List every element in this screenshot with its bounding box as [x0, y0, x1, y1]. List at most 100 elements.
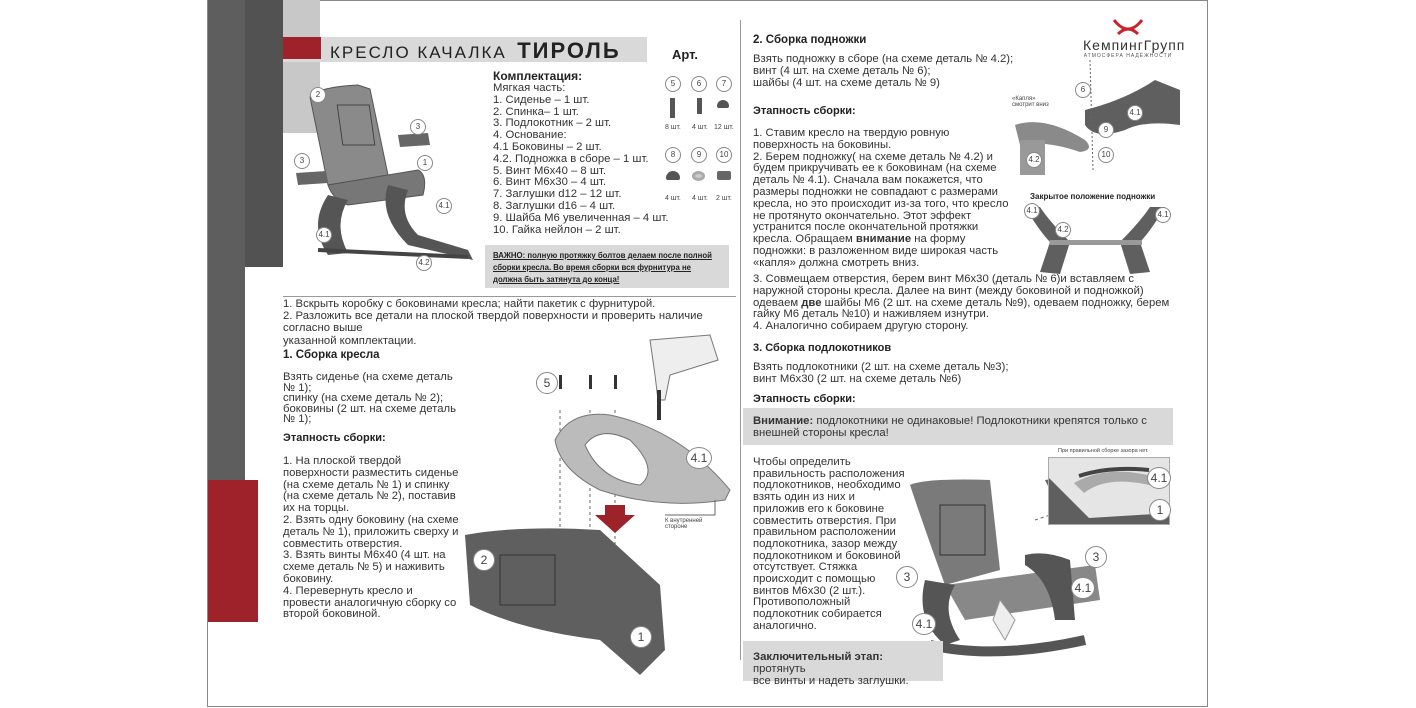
logo-slogan: АТМОСФЕРА НАДЁЖНОСТИ: [1083, 53, 1173, 59]
kit-line: 4.2. Подножка в сборе – 1 шт.: [493, 152, 649, 165]
logo-swoosh-icon: [1112, 19, 1144, 36]
logo: КемпингГрупп АТМОСФЕРА НАДЁЖНОСТИ: [1083, 16, 1186, 59]
washer-icon: [692, 171, 705, 181]
kit-line: 5. Винт М6х40 – 8 шт.: [493, 164, 606, 177]
kit-line: 8. Заглушки d16 – 4 шт.: [493, 199, 616, 212]
divider: [283, 296, 736, 297]
callout-4-1-side: 4.1: [686, 447, 712, 469]
callout-3-arm-l: 3: [896, 566, 918, 588]
kit-line: 1. Сиденье – 1 шт.: [493, 93, 590, 106]
callout-4-1: 4.1: [436, 198, 452, 214]
s3-parts: Взять подлокотники (2 шт. на схеме детал…: [753, 361, 1009, 386]
title-banner: [283, 37, 647, 62]
callout-1-seat: 1: [630, 626, 652, 648]
armrest-assembly-illustration: [910, 475, 1100, 657]
drop-note: «Капля» смотрит вниз: [1012, 96, 1049, 108]
column-divider: [740, 20, 741, 660]
s2-heading: 2. Сборка подножки: [753, 34, 867, 46]
chair-side-assembly-illustration: [465, 334, 731, 675]
kit-line: 7. Заглушки d12 – 12 шт.: [493, 188, 622, 201]
hw-qty: 12 шт.: [714, 124, 734, 131]
hw-qty: 2 шт.: [716, 195, 732, 202]
armrest-gap-illustration: [1049, 466, 1169, 524]
callout-3-arm: 3: [1085, 546, 1107, 568]
deco-bar-red: [208, 480, 258, 622]
s3-attention-box: Внимание: подлокотники не одинаковые! По…: [743, 408, 1173, 445]
hw-10: 10: [716, 147, 732, 163]
closed-caption: Закрытое положение подножки: [1030, 192, 1156, 201]
kit-line: 2. Спинка– 1 шт.: [493, 105, 579, 118]
intro-text: 1. Вскрыть коробку с боковинами кресла; …: [283, 298, 703, 347]
callout-4-1-cl: 4.1: [1024, 203, 1040, 219]
kit-line: Мягкая часть:: [493, 82, 566, 94]
callout-4-1-inset: 4.1: [1147, 467, 1171, 489]
callout-4-1-arm: 4.1: [1071, 577, 1095, 599]
art-label: Арт.: [672, 47, 698, 62]
s2-step3: 3. Совмещаем отверстия, берем винт М6х30…: [753, 273, 1193, 333]
kit-line: 4.1 Боковины – 2 шт.: [493, 140, 602, 153]
s1-heading: 1. Сборка кресла: [283, 349, 380, 361]
final-stage-text: протянуть все винты и надеть заглушки.: [753, 663, 909, 688]
callout-10: 10: [1098, 147, 1114, 163]
kit-line: 9. Шайба М6 увеличенная – 4 шт.: [493, 211, 669, 224]
screw-m6x40-icon: [670, 98, 675, 118]
hw-qty: 4 шт.: [665, 195, 681, 202]
s2-attention-word: внимание: [855, 233, 912, 246]
cap-d16-icon: [666, 171, 680, 180]
callout-4-2-c: 4.2: [1055, 222, 1071, 238]
s1-steps-heading: Этапность сборки:: [283, 432, 386, 444]
s2-steps: 1. Ставим кресло на твердую ровную повер…: [753, 127, 1023, 270]
kit-list: Мягкая часть: 1. Сиденье – 1 шт. 2. Спин…: [493, 82, 669, 236]
s2-steps-b: на форму подножки: в разложенном виде ши…: [753, 233, 999, 269]
hw-8: 8: [665, 147, 681, 163]
callout-3b: 3: [294, 153, 310, 169]
s2-two-word: две: [801, 296, 822, 309]
callout-6: 6: [1075, 82, 1091, 98]
important-note: ВАЖНО: полную протяжку болтов делаем пос…: [485, 245, 729, 288]
hw-9: 9: [691, 147, 707, 163]
callout-9: 9: [1098, 122, 1114, 138]
s3-attention-text: подлокотники не одинаковые! Подлокотники…: [753, 415, 1147, 440]
kit-line: 4. Основание:: [493, 129, 567, 142]
s2-step3-b: шайбы М6 (2 шт. на схеме деталь №9), оде…: [753, 296, 1170, 333]
kit-heading: Комплектация:: [493, 69, 583, 83]
screw-m6x30-icon: [697, 98, 702, 114]
cap-d12-icon: [717, 100, 729, 108]
callout-4-2-fr: 4.2: [1026, 152, 1042, 168]
s3-steps-heading: Этапность сборки:: [753, 393, 856, 405]
gap-note: При правильной сборке зазора нет.: [1058, 448, 1149, 454]
callout-1: 1: [417, 155, 433, 171]
chair-exploded-illustration: [296, 84, 473, 260]
s2-steps-a: 1. Ставим кресло на твердую ровную повер…: [753, 127, 1009, 246]
final-stage-box: Заключительный этап: протянуть все винты…: [743, 641, 943, 687]
callout-5: 5: [536, 372, 558, 394]
kit-line: 10. Гайка нейлон – 2 шт.: [493, 223, 621, 236]
deco-bar-dark: [208, 0, 245, 480]
deco-bar-darker: [245, 0, 283, 267]
title-name: ТИРОЛЬ: [517, 38, 621, 63]
callout-1-inset: 1: [1149, 499, 1171, 521]
callout-4-1b: 4.1: [316, 227, 332, 243]
s2-step3-a: 3. Совмещаем отверстия, берем винт М6х30…: [753, 273, 1144, 309]
important-text: ВАЖНО: полную протяжку болтов делаем пос…: [493, 251, 712, 284]
callout-4-1-arm-l: 4.1: [912, 613, 936, 635]
callout-2-back: 2: [473, 549, 495, 571]
final-stage-label: Заключительный этап:: [753, 651, 884, 663]
callout-4-1-fr: 4.1: [1127, 105, 1143, 121]
callout-2: 2: [310, 87, 326, 103]
title-prefix: КРЕСЛО КАЧАЛКА: [330, 43, 507, 62]
hw-qty: 4 шт.: [692, 195, 708, 202]
s1-steps: 1. На плоской твердой поверхности размес…: [283, 455, 459, 621]
kit-line: 6. Винт М6х30 – 4 шт.: [493, 176, 606, 189]
s2-steps-heading: Этапность сборки:: [753, 105, 856, 117]
s3-attention-label: Внимание:: [753, 415, 814, 427]
s2-parts: Взять подножку в сборе (на схеме деталь …: [753, 53, 1014, 90]
title-red-tab: [283, 37, 321, 59]
page: [207, 0, 1208, 707]
nut-icon: [717, 171, 731, 180]
inner-side-note: К внутренней стороне: [665, 518, 703, 530]
s3-heading: 3. Сборка подлокотников: [753, 342, 892, 354]
logo-name: КемпингГрупп: [1083, 37, 1186, 53]
hw-7: 7: [716, 76, 732, 92]
callout-3: 3: [410, 119, 426, 135]
